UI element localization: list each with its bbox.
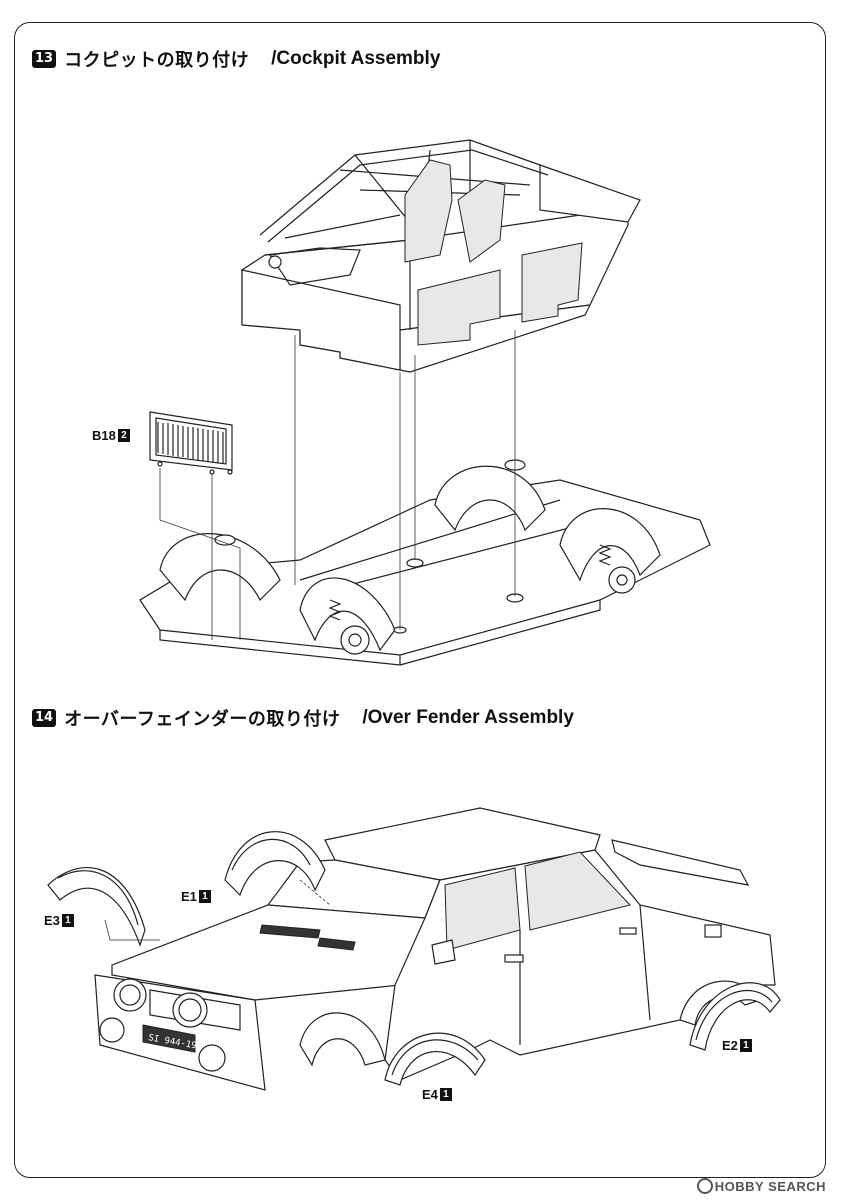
- step-14-header: 14 オーバーフェインダーの取り付け /Over Fender Assembly: [32, 705, 574, 731]
- page-frame: [14, 22, 826, 1178]
- step-title-english: /Over Fender Assembly: [362, 707, 574, 728]
- circle-logo-icon: [696, 1178, 713, 1194]
- step-number-badge: 13: [32, 50, 57, 68]
- chassis-drawing: [139, 459, 711, 666]
- cockpit-assembly-illustration: [139, 139, 711, 666]
- step-title-japanese: コクピットの取り付け: [64, 50, 250, 71]
- step-number-badge: 14: [32, 709, 57, 727]
- step-13-header: 13 コクピットの取り付け /Cockpit Assembly: [32, 46, 440, 72]
- b18-grille-part: [149, 411, 233, 475]
- hobby-search-watermark: HOBBY SEARCH: [696, 1178, 826, 1194]
- step-title-japanese: オーバーフェインダーの取り付け: [64, 709, 341, 730]
- step-title-english: /Cockpit Assembly: [271, 48, 441, 69]
- assembly-guide-lines: [159, 330, 516, 640]
- cockpit-tub-drawing: [241, 139, 641, 373]
